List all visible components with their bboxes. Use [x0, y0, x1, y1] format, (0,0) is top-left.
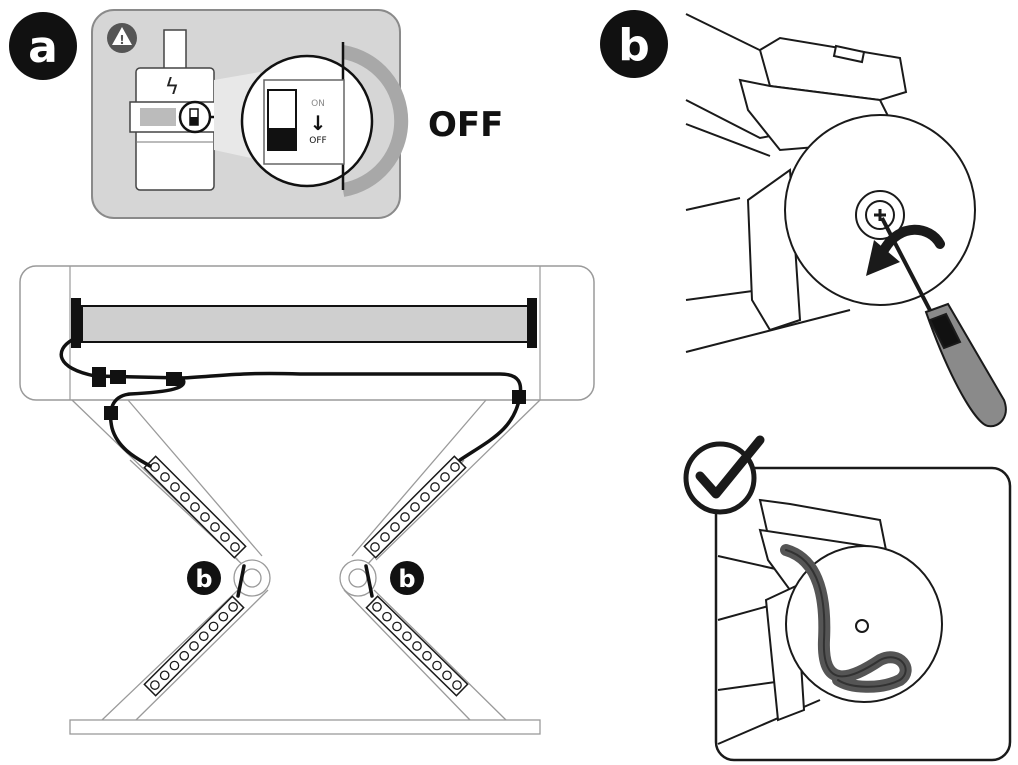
led-bulb — [200, 512, 210, 522]
led-bulb — [382, 611, 392, 622]
led-bulb — [160, 472, 170, 482]
led-bulb — [450, 462, 460, 472]
led-bulb — [452, 680, 462, 690]
step-a-panel: a ! ϟ — [9, 9, 503, 219]
led-bulb — [170, 482, 180, 492]
led-bulb — [392, 621, 402, 632]
led-bulb — [169, 660, 180, 671]
led-bulb — [412, 641, 422, 651]
led-bulb — [189, 641, 199, 651]
led-bulb — [220, 532, 230, 542]
mirror-stand-assembly: b b — [19, 265, 595, 735]
led-bulb — [400, 512, 410, 522]
led-bulb — [210, 522, 220, 532]
left-pivot-badge-label: b — [195, 565, 212, 593]
down-arrow-icon: ↓ — [310, 111, 327, 135]
led-bulb — [380, 532, 390, 542]
led-bulb — [159, 670, 170, 681]
led-bulb — [410, 502, 420, 512]
left-pivot-badge — [187, 561, 221, 595]
step-b-panel: b — [600, 10, 1007, 428]
switch-zoom-detail: ON ↓ OFF — [240, 42, 409, 197]
led-strips — [143, 455, 469, 697]
right-bracket — [527, 298, 537, 348]
mirror-panel — [81, 305, 529, 343]
led-bulb — [218, 611, 229, 622]
hinge-closeup — [685, 13, 976, 353]
led-bulb — [179, 650, 190, 661]
power-cable — [59, 338, 526, 598]
led-bulb — [420, 492, 430, 502]
right-lower-leg — [343, 589, 507, 721]
checkmark-icon — [683, 435, 765, 515]
led-bulb — [432, 660, 442, 671]
switch-off-label: OFF — [309, 136, 326, 146]
power-supply-unit: ϟ — [129, 29, 221, 191]
led-bulb — [442, 670, 452, 681]
led-bulb — [370, 542, 380, 552]
led-bulb — [190, 502, 200, 512]
led-bulb — [228, 602, 238, 612]
check-panel — [683, 435, 1012, 762]
led-bulb — [372, 602, 382, 612]
step-b-badge — [600, 10, 668, 78]
switch-on-label: ON — [311, 99, 325, 109]
led-bulb — [440, 472, 450, 482]
off-instruction: OFF — [428, 105, 503, 145]
rotate-arrow-icon — [866, 224, 945, 276]
led-bulb — [180, 492, 190, 502]
led-bulb — [422, 650, 432, 661]
led-bulb — [230, 542, 240, 552]
screwdriver-icon — [880, 217, 1007, 428]
step-b-badge-label: b — [618, 20, 650, 71]
led-bulb — [208, 621, 219, 632]
led-bulb — [430, 482, 440, 492]
left-lower-leg — [101, 589, 269, 721]
led-bulb — [198, 631, 209, 642]
led-bulb — [150, 462, 160, 472]
led-bulb — [390, 522, 400, 532]
led-bulb — [150, 680, 160, 690]
step-a-badge — [9, 12, 77, 80]
step-a-badge-label: a — [28, 22, 58, 73]
warning-symbol: ! — [119, 33, 124, 47]
right-pivot-badge-label: b — [398, 565, 415, 593]
led-bulb — [402, 631, 412, 642]
left-bracket — [71, 298, 81, 348]
right-pivot-badge — [390, 561, 424, 595]
bolt-icon: ϟ — [165, 75, 180, 100]
warning-icon: ! — [107, 23, 137, 53]
base-plate — [69, 719, 541, 735]
